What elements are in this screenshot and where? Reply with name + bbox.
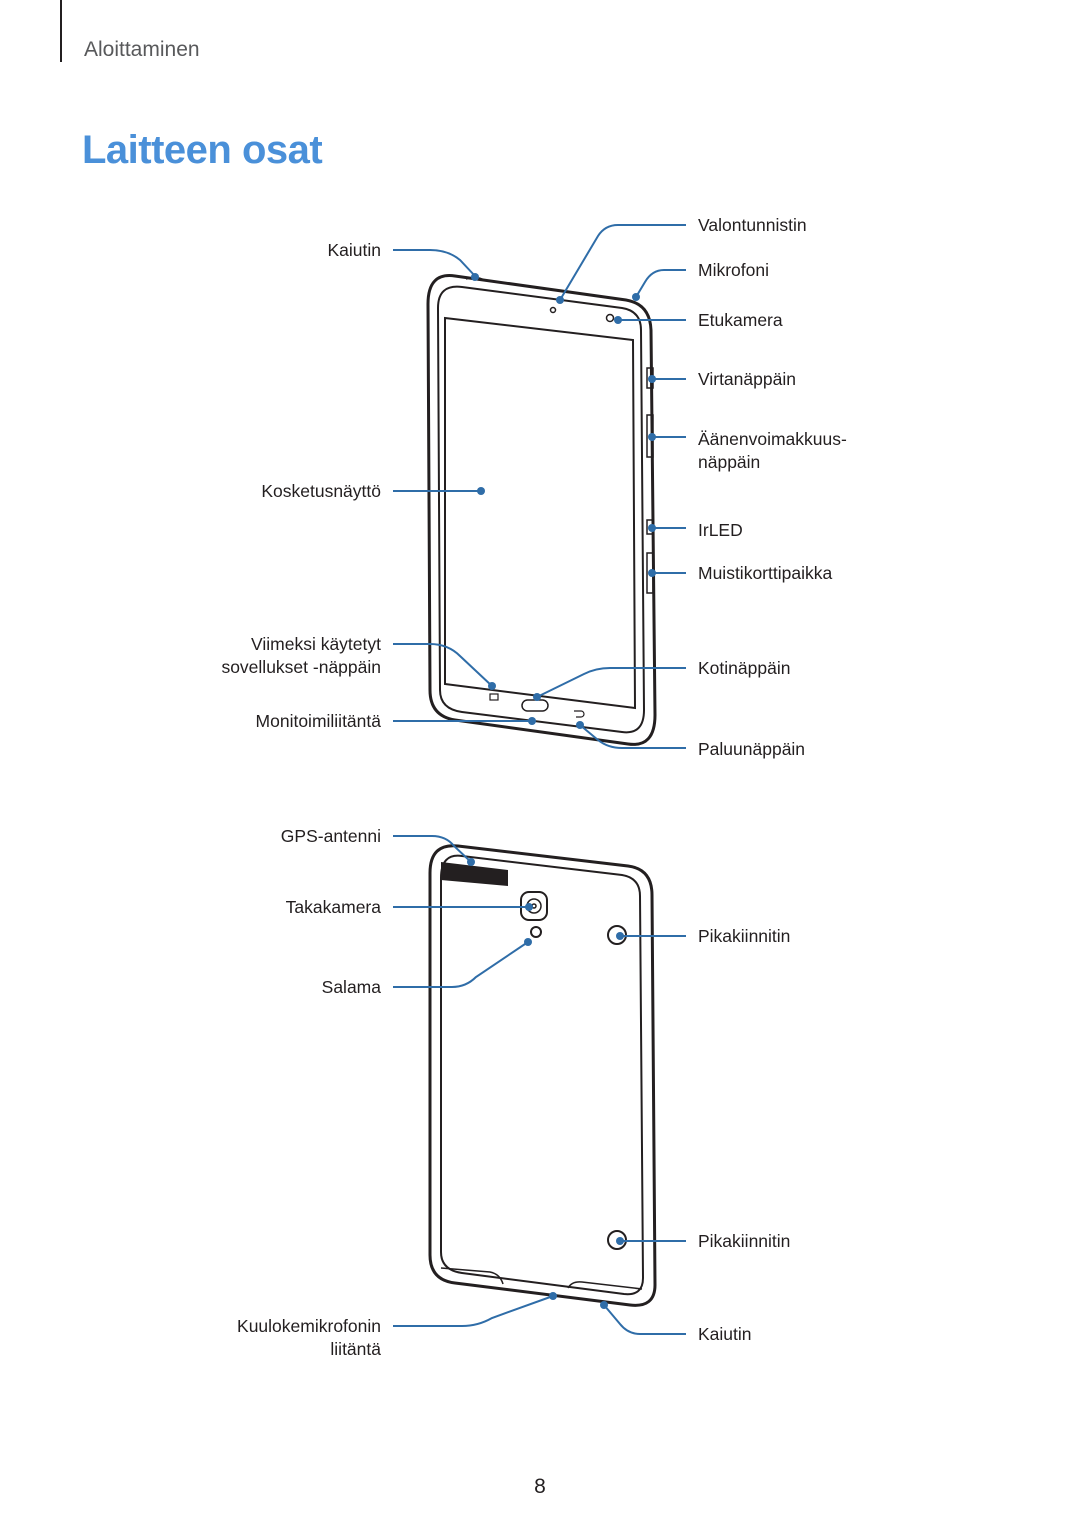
front-leaders (393, 224, 686, 749)
label-pikakiinnitin-bottom: Pikakiinnitin (698, 1231, 791, 1251)
label-kosketusnaytto: Kosketusnäyttö (261, 481, 381, 501)
label-irled: IrLED (698, 520, 743, 540)
label-aanenvoimakkuus-line2: näppäin (698, 452, 761, 472)
label-salama: Salama (321, 977, 381, 997)
label-aanenvoimakkuus-line1: Äänenvoimakkuus- (698, 429, 847, 449)
label-kaiutin-front: Kaiutin (327, 240, 381, 260)
label-virtanappain: Virtanäppäin (698, 369, 796, 389)
label-paluunappain: Paluunäppäin (698, 739, 806, 759)
label-kotinappain: Kotinäppäin (698, 658, 791, 678)
label-muistikorttipaikka: Muistikorttipaikka (698, 563, 833, 583)
label-mikrofoni: Mikrofoni (698, 260, 769, 280)
label-gps-antenni: GPS-antenni (280, 826, 381, 846)
page-number: 8 (534, 1475, 546, 1498)
label-kuulokemikrofonin-line2: liitäntä (330, 1339, 381, 1359)
label-viimeksi-line1: Viimeksi käytetyt (251, 634, 381, 654)
section-title: Aloittaminen (84, 38, 200, 61)
label-takakamera: Takakamera (285, 897, 381, 917)
label-monitoimiliitanta: Monitoimiliitäntä (255, 711, 381, 731)
label-viimeksi-line2: sovellukset -näppäin (221, 657, 381, 677)
label-kaiutin-back: Kaiutin (698, 1324, 752, 1344)
tablet-back (428, 844, 657, 1307)
label-pikakiinnitin-top: Pikakiinnitin (698, 926, 791, 946)
tablet-front (426, 274, 657, 746)
label-kuulokemikrofonin-line1: Kuulokemikrofonin (237, 1316, 381, 1336)
page-title: Laitteen osat (82, 128, 323, 172)
label-valontunnistin: Valontunnistin (698, 215, 807, 235)
label-etukamera: Etukamera (698, 310, 783, 330)
back-leaders (393, 835, 686, 1335)
header-rule (60, 0, 62, 62)
